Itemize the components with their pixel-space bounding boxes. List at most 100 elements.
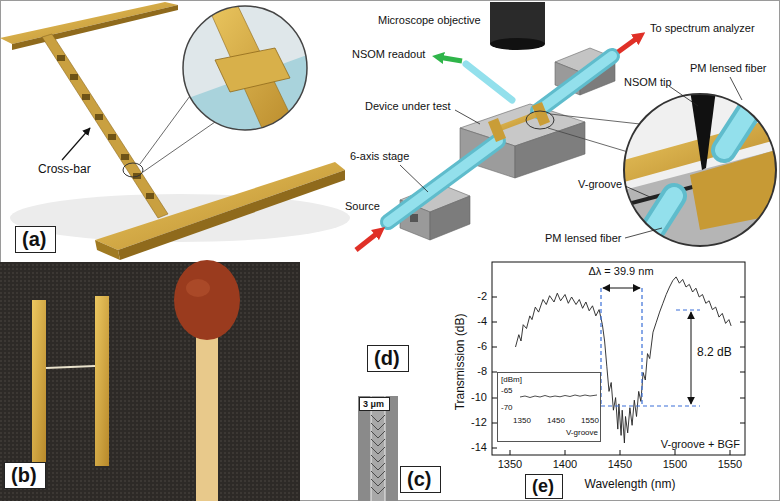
guide-line [601, 288, 700, 406]
axis-tick: -4 [477, 315, 487, 328]
panel-label: (e) [525, 474, 563, 499]
guide-line [641, 288, 642, 406]
axis-tick: 1550 [581, 416, 599, 425]
photo [174, 260, 240, 340]
axis-tick-mark [492, 322, 497, 323]
contact-pad [82, 94, 90, 100]
axis-tick-mark [492, 448, 497, 449]
zoom-inset [624, 82, 776, 262]
grating-chevron [371, 463, 385, 470]
axis-tick: 1350 [513, 416, 531, 425]
contact-pad [121, 154, 129, 160]
contact-pad [70, 74, 78, 80]
component-label: PM lensed fiber [690, 62, 766, 75]
dimension-arrow [691, 312, 692, 404]
component-label: PM lensed fiber [545, 232, 621, 245]
component-label: Device under test [365, 100, 451, 113]
axis-tick: 1500 [663, 458, 687, 471]
bandwidth-annotation: Δλ = 39.9 nm [588, 265, 653, 278]
axis-title: Transmission (dB) [453, 314, 467, 411]
leader-line [625, 186, 650, 197]
axis-tick: -8 [477, 365, 487, 378]
axis-tick-mark [492, 297, 745, 455]
inset-plot: [dBm]-65-70135014501550V-groove [497, 372, 601, 442]
panel-letter: (e) [532, 477, 554, 497]
stage [430, 196, 470, 240]
panel-letter: (b) [11, 464, 37, 486]
component-label: Microscope objective [378, 14, 481, 27]
photo [95, 296, 109, 466]
contact-pad [95, 114, 103, 120]
measurement-setup [548, 128, 628, 152]
transmission-chart [492, 262, 745, 455]
photo [196, 320, 218, 501]
axis-tick-mark [675, 450, 676, 455]
nanowire-device [0, 0, 350, 260]
measurement-setup [490, 2, 545, 44]
axis-tick-mark [620, 450, 621, 455]
sem-image [358, 396, 398, 501]
photo [32, 300, 46, 466]
component-label: V-groove [578, 178, 622, 191]
contact-pad [57, 55, 154, 199]
contact-pad [108, 134, 116, 140]
axis-tick-mark [740, 347, 745, 348]
contact-pad [146, 193, 154, 199]
panel-label: (d) [367, 345, 409, 372]
optical-fiber [538, 56, 612, 111]
stage [410, 214, 418, 222]
transmission-curve [516, 277, 732, 443]
nanowire-device [12, 5, 178, 50]
component-label: Source [345, 200, 380, 213]
sem-image [371, 396, 372, 501]
zoom-inset [690, 90, 716, 170]
extinction-annotation: 8.2 dB [697, 346, 732, 360]
leader-line [400, 165, 428, 192]
component-label: NSOM tip [624, 76, 672, 89]
grating-chevron [371, 415, 385, 494]
optical-fiber [388, 56, 612, 222]
component-label: NSOM readout [352, 48, 425, 61]
device-gold [488, 102, 550, 142]
grating-chevron [371, 415, 385, 422]
leader-line [625, 228, 662, 238]
axis-tick: 1450 [608, 458, 632, 471]
axis-tick-mark [740, 322, 745, 323]
axis-unit: [dBm] [501, 375, 522, 384]
curve-label: V-groove [566, 428, 598, 437]
axis-tick-mark [492, 347, 497, 348]
axis-tick-mark [740, 372, 745, 373]
zoom-inset [624, 82, 776, 262]
nanowire-device [143, 122, 215, 172]
axis-tick-mark [492, 297, 497, 298]
contact-pad [57, 55, 65, 61]
device-gold [532, 102, 550, 126]
measurement-setup [550, 114, 640, 124]
zoom-inset [624, 94, 776, 246]
nanowire-device [183, 6, 307, 130]
component-label: To spectrum analyzer [650, 22, 755, 35]
grating-chevron [371, 471, 385, 478]
grating-chevron [371, 487, 385, 494]
sem-image [385, 396, 386, 501]
part-label: Cross-bar [38, 163, 91, 177]
axis-tick-mark [740, 297, 745, 298]
device-gold [488, 118, 506, 142]
grating-chevron [371, 439, 385, 446]
readout-arrow [438, 57, 462, 61]
axis-title: Wavelength (nm) [585, 478, 676, 492]
panel-letter: (a) [22, 228, 46, 250]
leader-arrow [62, 128, 90, 160]
panel-label: (a) [15, 226, 56, 253]
sem-image [371, 396, 385, 501]
panel-letter: (c) [407, 468, 431, 490]
guide-line [601, 405, 700, 406]
panel-letter: 3 μm [363, 400, 384, 410]
measurement-setup [490, 38, 545, 50]
leader-line [730, 77, 742, 100]
axis-tick: 1450 [547, 416, 565, 425]
input-arrow [356, 231, 380, 250]
